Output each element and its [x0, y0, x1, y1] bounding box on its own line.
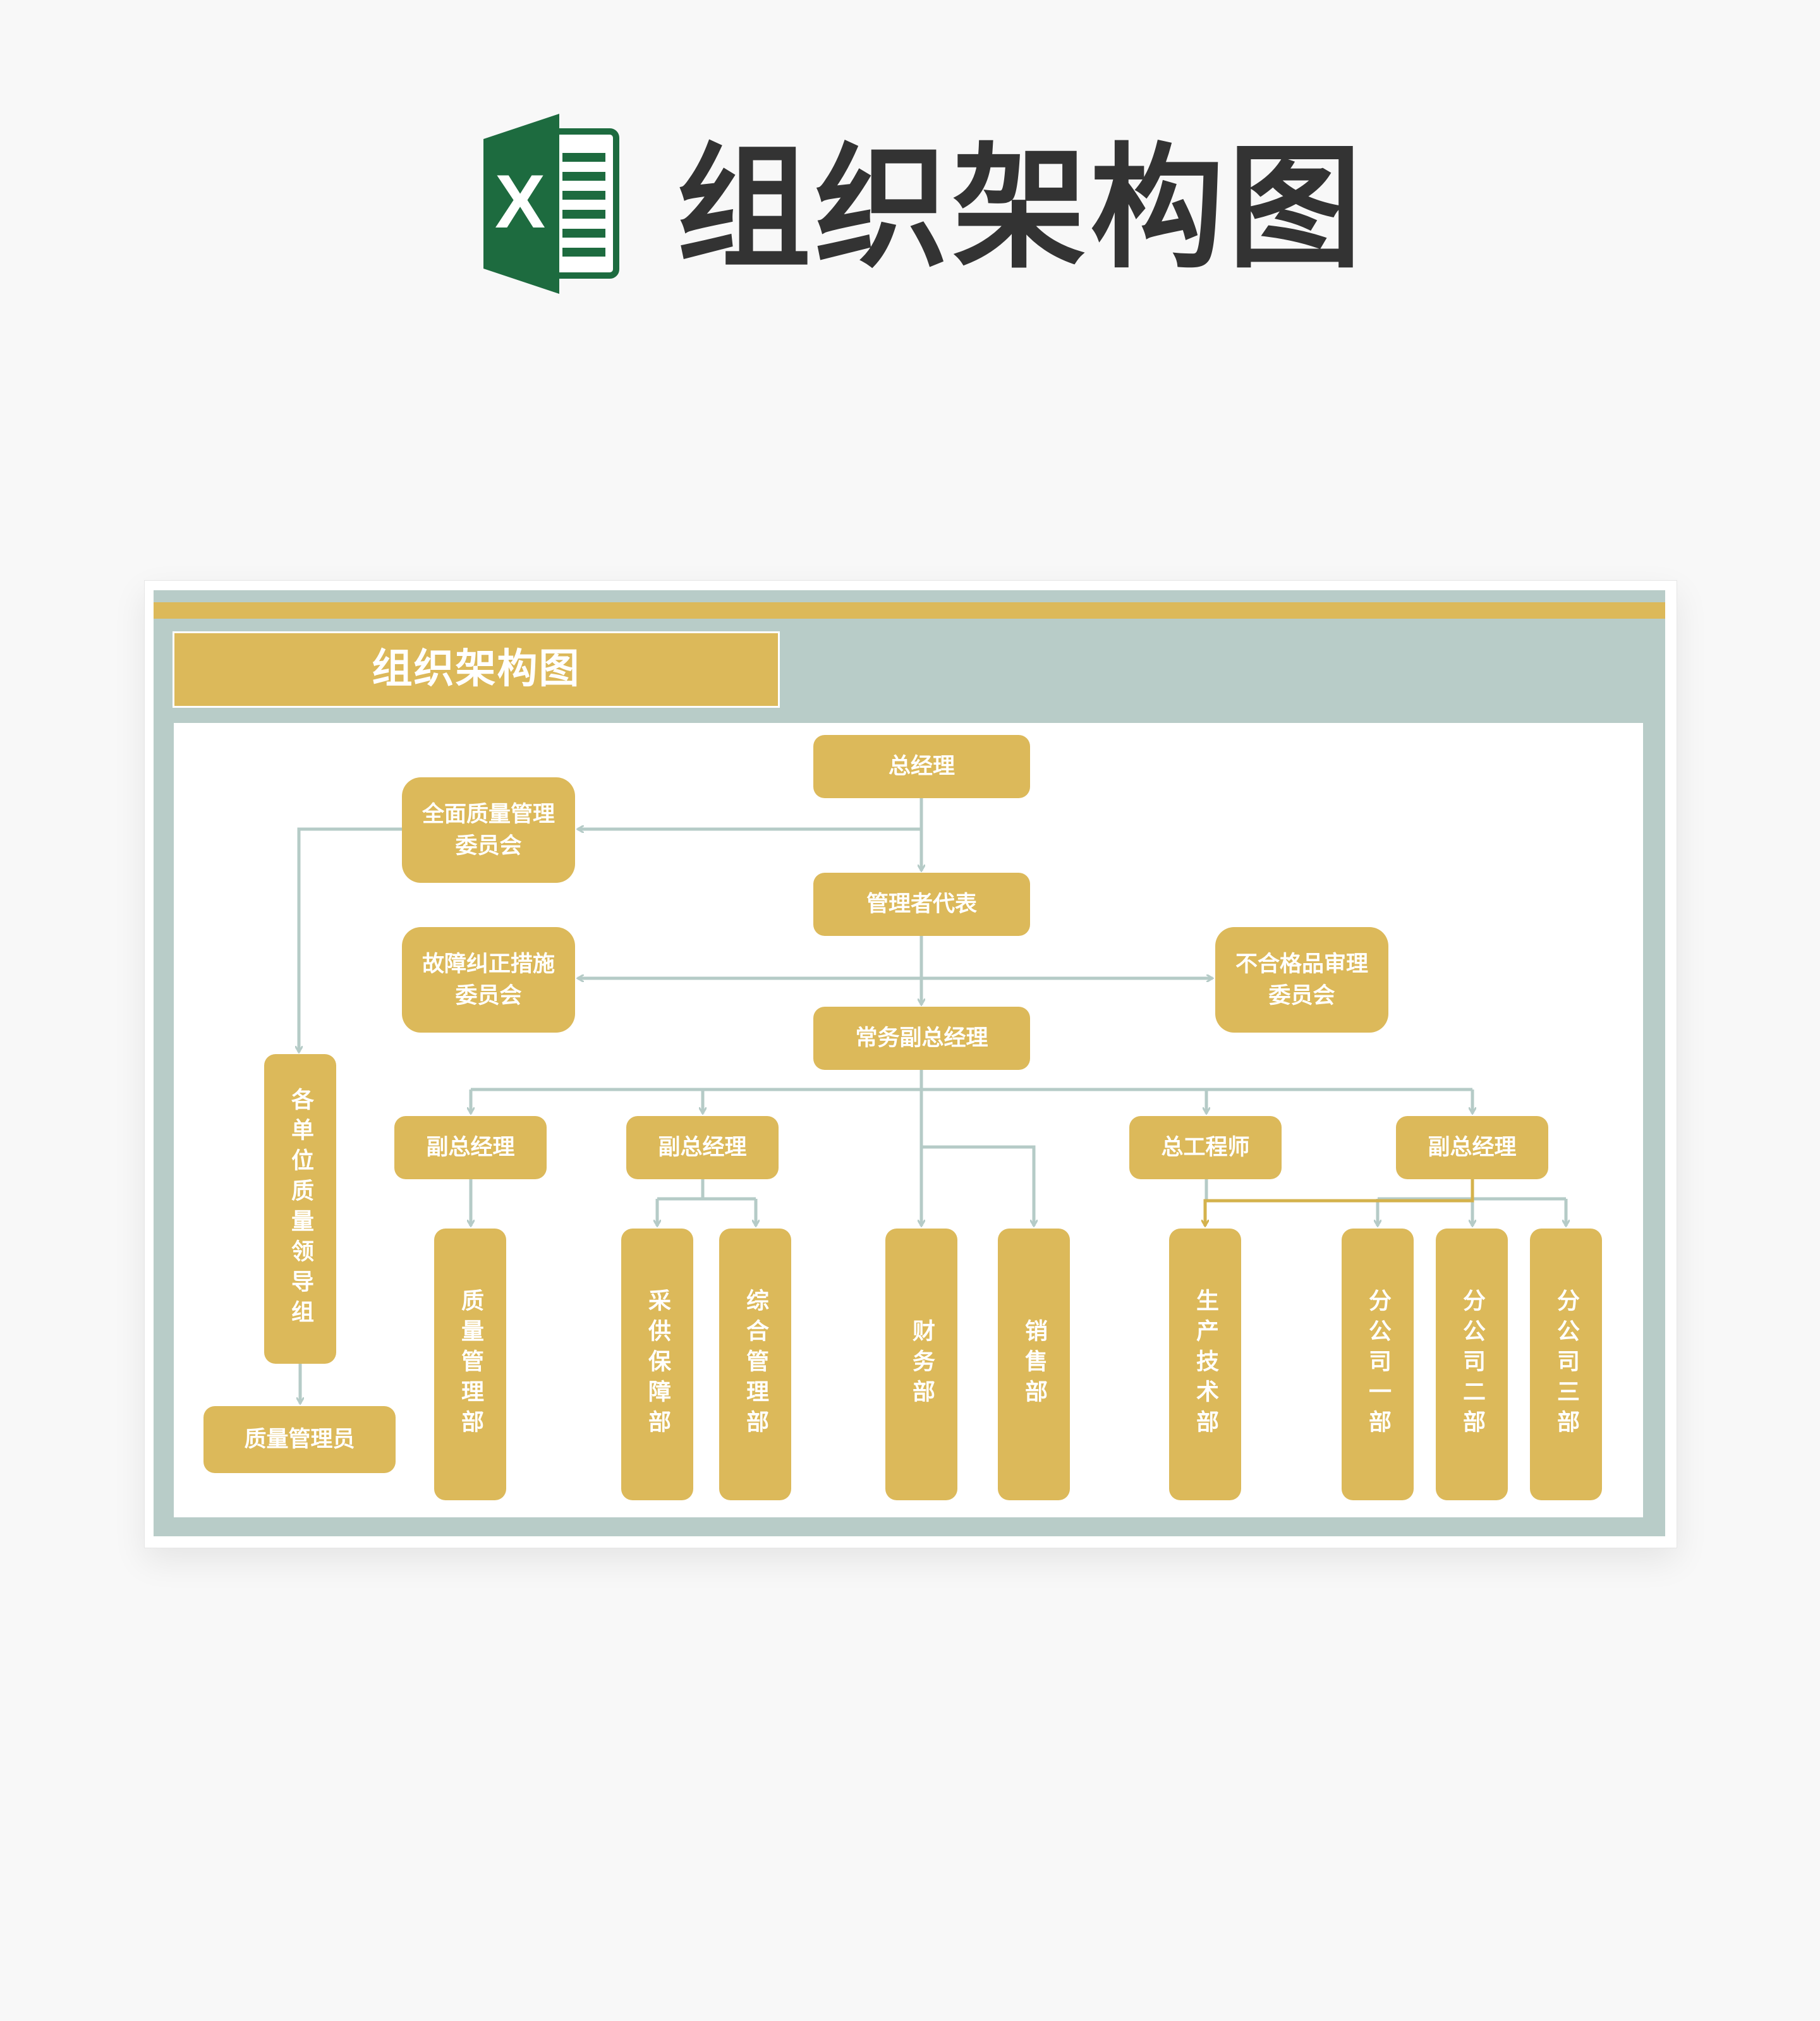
line-to-sales: [921, 1145, 1034, 1226]
node-quality-admin: 质量管理员: [203, 1406, 396, 1473]
node-vp-1: 副总经理: [394, 1116, 547, 1179]
node-branch-2: 分公司二部: [1436, 1229, 1508, 1500]
node-general-manager: 总经理: [813, 735, 1030, 798]
line-vp3-to-production: [1205, 1179, 1474, 1226]
node-finance-dept: 财务部: [885, 1229, 957, 1500]
node-branch-3: 分公司三部: [1530, 1229, 1602, 1500]
node-quality-dept: 质量管理部: [434, 1229, 506, 1500]
node-vp-3: 副总经理: [1396, 1116, 1548, 1179]
node-production-dept: 生产技术部: [1169, 1229, 1241, 1500]
node-general-admin-dept: 综合管理部: [719, 1229, 791, 1500]
node-fault-committee: 故障纠正措施委员会: [402, 927, 575, 1033]
node-sales-dept: 销售部: [998, 1229, 1070, 1500]
sheet-title: 组织架构图: [173, 631, 780, 708]
excel-icon: X: [483, 114, 619, 294]
page-title: 组织架构图: [677, 130, 1366, 286]
node-procurement-dept: 采供保障部: [621, 1229, 693, 1500]
node-unit-quality-group: 各单位质量领导组: [264, 1054, 336, 1364]
accent-strip: [154, 602, 1665, 619]
node-chief-engineer: 总工程师: [1129, 1116, 1282, 1179]
node-nonconform-committee: 不合格品审理委员会: [1215, 927, 1388, 1033]
node-vp-2: 副总经理: [626, 1116, 779, 1179]
node-management-rep: 管理者代表: [813, 873, 1030, 936]
svg-text:X: X: [495, 159, 545, 244]
node-branch-1: 分公司一部: [1342, 1229, 1414, 1500]
node-exec-vp: 常务副总经理: [813, 1007, 1030, 1070]
node-tqm-committee: 全面质量管理委员会: [402, 777, 575, 883]
line-tqm-to-unit: [299, 827, 402, 1052]
